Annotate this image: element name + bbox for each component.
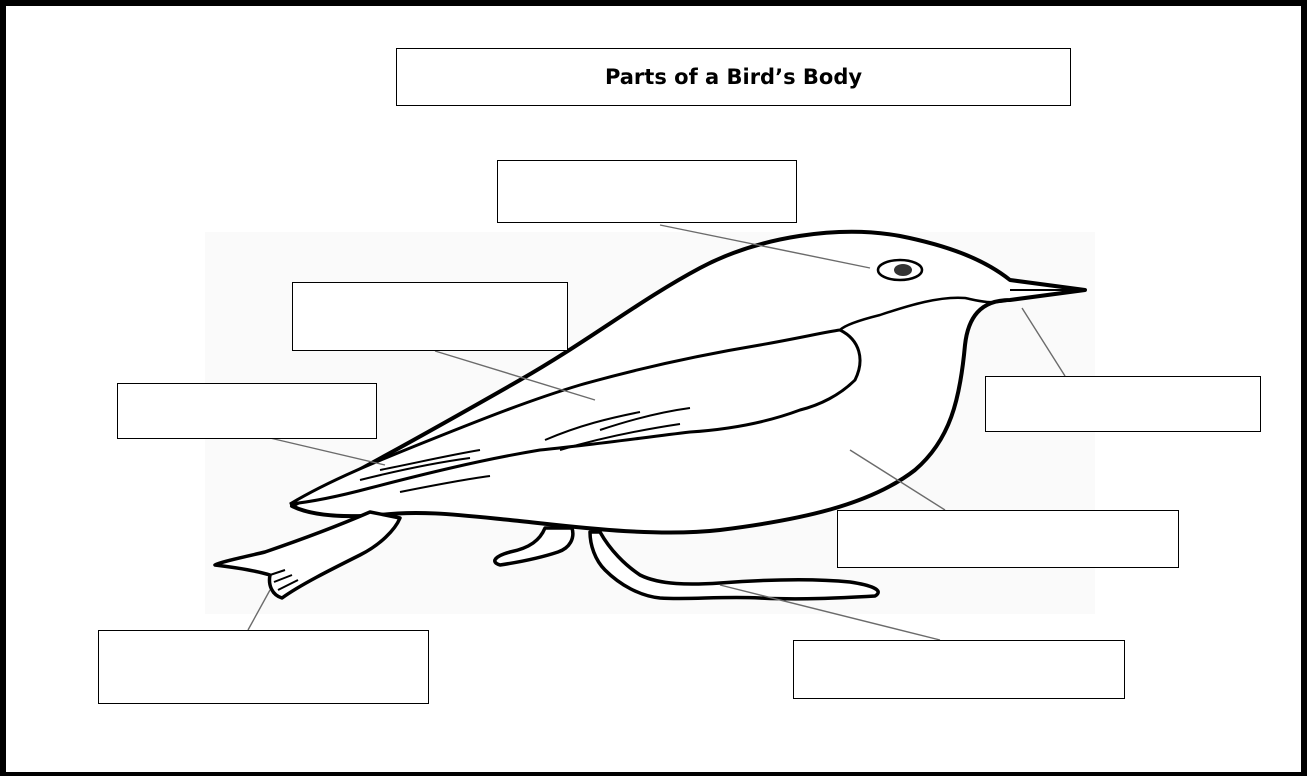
- pointer-head: [660, 225, 870, 268]
- worksheet-title: Parts of a Bird’s Body: [396, 48, 1071, 106]
- label-box-feet[interactable]: [793, 640, 1125, 699]
- label-box-wing[interactable]: [292, 282, 568, 351]
- pointer-beak: [1022, 308, 1065, 376]
- label-box-back[interactable]: [117, 383, 377, 439]
- pointer-breast: [850, 450, 945, 510]
- label-box-breast[interactable]: [837, 510, 1179, 568]
- label-box-beak[interactable]: [985, 376, 1261, 432]
- pointer-feet: [720, 585, 940, 640]
- pointer-wing: [435, 351, 595, 400]
- pointer-back: [270, 438, 385, 465]
- pointer-tail: [248, 590, 270, 630]
- label-box-tail[interactable]: [98, 630, 429, 704]
- label-box-head[interactable]: [497, 160, 797, 223]
